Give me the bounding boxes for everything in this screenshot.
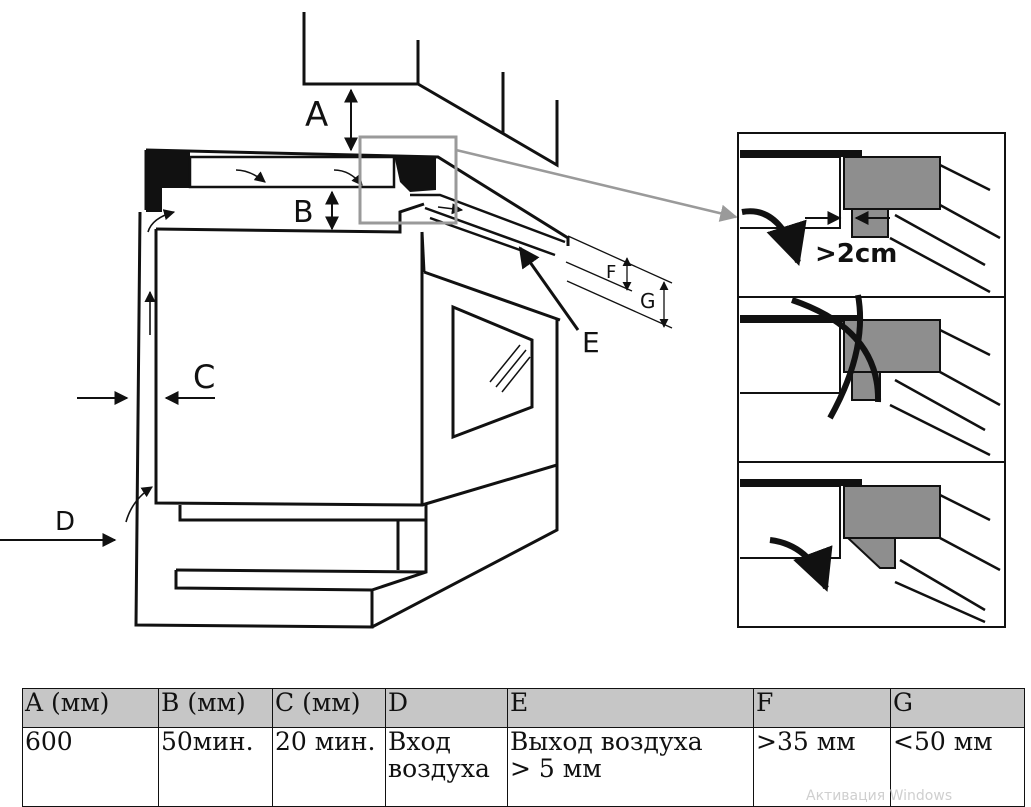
label-c: C	[193, 358, 215, 396]
detail-panel-2	[737, 294, 1006, 463]
countertop-black-edge	[146, 150, 190, 212]
value-d: Вход воздуха	[385, 727, 508, 807]
header-c: C (мм)	[272, 688, 386, 728]
value-g: <50 мм	[890, 727, 1025, 807]
value-e: Выход воздуха > 5 мм	[507, 727, 754, 807]
magnifier-box	[358, 135, 458, 225]
spec-header-row: A (мм) B (мм) C (мм) D E F G	[22, 688, 1025, 728]
hob-edges	[410, 193, 566, 257]
detail-gap-label: >2cm	[815, 239, 897, 269]
spec-value-row: 600 50мин. 20 мин. Вход воздуха Выход во…	[22, 727, 1025, 807]
hob-top-panel	[188, 155, 396, 189]
label-g: G	[640, 289, 656, 313]
header-g: G	[890, 688, 1025, 728]
magnifier-leader	[455, 148, 738, 222]
cabinet-carcass	[134, 211, 559, 629]
header-f: F	[753, 688, 891, 728]
exhaust-pointer	[518, 246, 580, 331]
value-a: 600	[22, 727, 159, 807]
label-d: D	[55, 507, 75, 537]
dimension-f-g	[565, 235, 673, 329]
upper-cabinet	[302, 12, 559, 168]
value-c: 20 мин.	[272, 727, 386, 807]
value-f: >35 мм	[753, 727, 891, 807]
label-b: B	[293, 195, 314, 230]
spec-table: A (мм) B (мм) C (мм) D E F G 600 50мин. …	[22, 688, 1025, 807]
windows-activation-watermark: Активация Windows	[806, 788, 953, 804]
label-f: F	[606, 262, 616, 283]
detail-panel-1	[737, 132, 1006, 298]
label-a: A	[305, 95, 328, 135]
label-e: E	[582, 326, 600, 359]
header-b: B (мм)	[158, 688, 273, 728]
installation-diagram: A B C D E F G	[0, 12, 1006, 629]
header-d: D	[385, 688, 508, 728]
detail-panel-3	[737, 461, 1006, 628]
header-e: E	[507, 688, 754, 728]
airflow-arrows	[125, 169, 464, 523]
header-a: A (мм)	[22, 688, 159, 728]
value-b: 50мин.	[158, 727, 273, 807]
oven-window	[451, 304, 534, 440]
window-glare	[489, 344, 531, 393]
counter-rear-black	[394, 155, 436, 192]
